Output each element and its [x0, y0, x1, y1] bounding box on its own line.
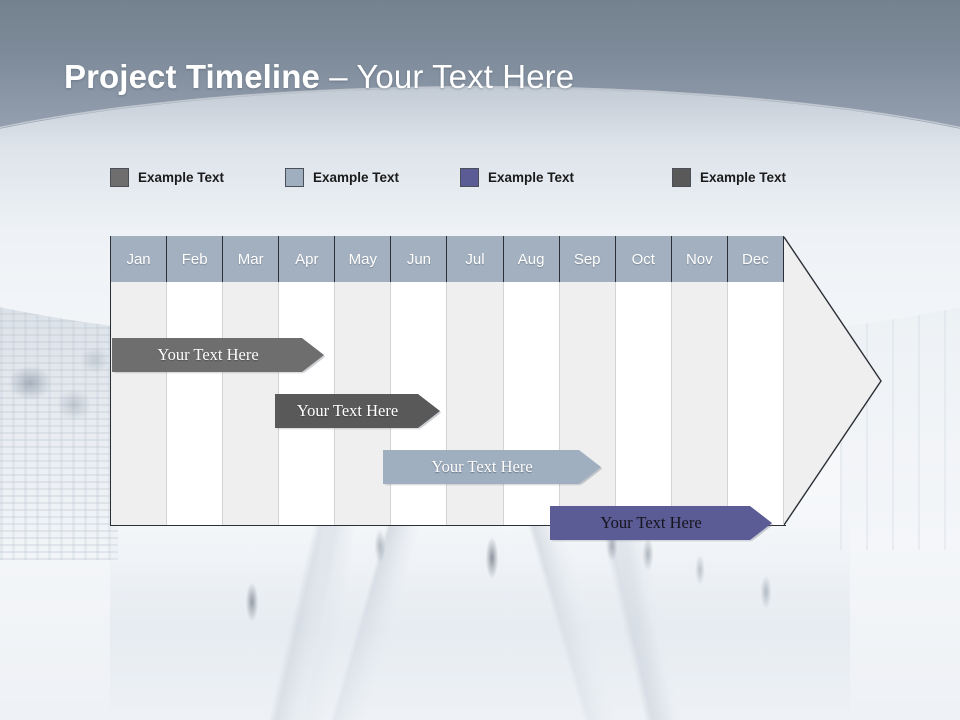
- timeline-bar-shape: [383, 450, 601, 484]
- timeline-bar-label: Your Text Here: [296, 401, 399, 420]
- legend-swatch-icon: [460, 168, 479, 187]
- month-column: [111, 282, 168, 526]
- month-column: [447, 282, 504, 526]
- legend-item-label: Example Text: [488, 170, 575, 185]
- legend-swatch-icon: [110, 168, 129, 187]
- legend-item[interactable]: Example Text: [672, 168, 786, 187]
- month-header-cell[interactable]: Oct: [615, 236, 672, 282]
- page-title: Project Timeline – Your Text Here: [64, 58, 574, 96]
- month-header-cell[interactable]: Sep: [559, 236, 616, 282]
- month-column-body: [110, 282, 784, 526]
- timeline-bar[interactable]: Your Text Here: [550, 506, 772, 540]
- title-bold-part: Project Timeline: [64, 58, 320, 95]
- month-column: [615, 282, 672, 526]
- legend-swatch-icon: [285, 168, 304, 187]
- legend-item[interactable]: Example Text: [460, 168, 574, 187]
- timeline-bar-label: Your Text Here: [600, 513, 702, 532]
- timeline-bar-label: Your Text Here: [431, 457, 533, 476]
- legend-item[interactable]: Example Text: [285, 168, 399, 187]
- month-header-cell[interactable]: Nov: [671, 236, 728, 282]
- timeline-bar-label: Your Text Here: [157, 345, 259, 364]
- month-column: [167, 282, 224, 526]
- timeline-bar[interactable]: Your Text Here: [275, 394, 440, 428]
- title-separator: –: [319, 58, 357, 95]
- month-column: [727, 282, 784, 526]
- timeline-bar-shape: [550, 506, 772, 540]
- timeline-bar-shape: [275, 394, 440, 428]
- month-header-cell[interactable]: Jul: [447, 236, 504, 282]
- legend-item-label: Example Text: [138, 170, 225, 185]
- legend-item-label: Example Text: [313, 170, 400, 185]
- month-header-cell[interactable]: Apr: [279, 236, 336, 282]
- legend-item-label: Example Text: [700, 170, 787, 185]
- month-column: [223, 282, 280, 526]
- timeline-bar[interactable]: Your Text Here: [112, 338, 324, 372]
- title-light-part: Your Text Here: [356, 58, 575, 95]
- month-header-cell[interactable]: Jun: [391, 236, 448, 282]
- month-column: [559, 282, 616, 526]
- timeline-bar[interactable]: Your Text Here: [383, 450, 601, 484]
- month-header-cell[interactable]: Jan: [110, 236, 168, 282]
- month-header-cell[interactable]: Mar: [223, 236, 280, 282]
- month-header-cell[interactable]: Feb: [167, 236, 224, 282]
- timeline-bar-shape: [112, 338, 324, 372]
- chart-left-border: [110, 236, 111, 526]
- header-arc-highlight: [0, 86, 960, 346]
- legend: Example Text Example Text Example Text Exam…: [110, 168, 810, 194]
- background-people: [0, 510, 960, 680]
- legend-item[interactable]: Example Text: [110, 168, 224, 187]
- month-header-cell[interactable]: May: [335, 236, 392, 282]
- month-header-cell[interactable]: Dec: [727, 236, 784, 282]
- month-column: [503, 282, 560, 526]
- month-header-cell[interactable]: Aug: [503, 236, 560, 282]
- legend-swatch-icon: [672, 168, 691, 187]
- month-column: [671, 282, 728, 526]
- chart-bottom-border: [110, 525, 786, 526]
